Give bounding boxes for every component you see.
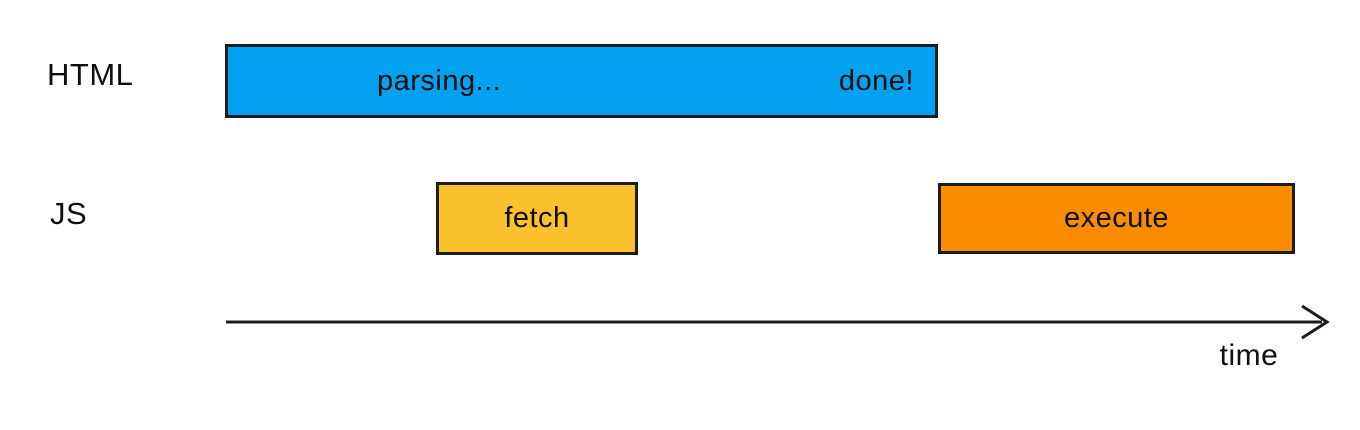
fetch-label: fetch <box>504 202 570 234</box>
parsing-label: parsing... <box>377 64 502 97</box>
js-execute-bar: execute <box>938 183 1295 254</box>
row-label-js: JS <box>50 196 88 231</box>
time-axis-arrow <box>226 304 1330 340</box>
row-label-html: HTML <box>47 57 134 92</box>
html-parsing-bar: parsing... done! <box>225 44 938 118</box>
execute-label: execute <box>1063 202 1170 234</box>
done-label: done! <box>838 64 914 97</box>
arrowhead-icon <box>1301 304 1330 340</box>
js-fetch-bar: fetch <box>436 182 638 255</box>
time-axis-label: time <box>1219 339 1279 372</box>
